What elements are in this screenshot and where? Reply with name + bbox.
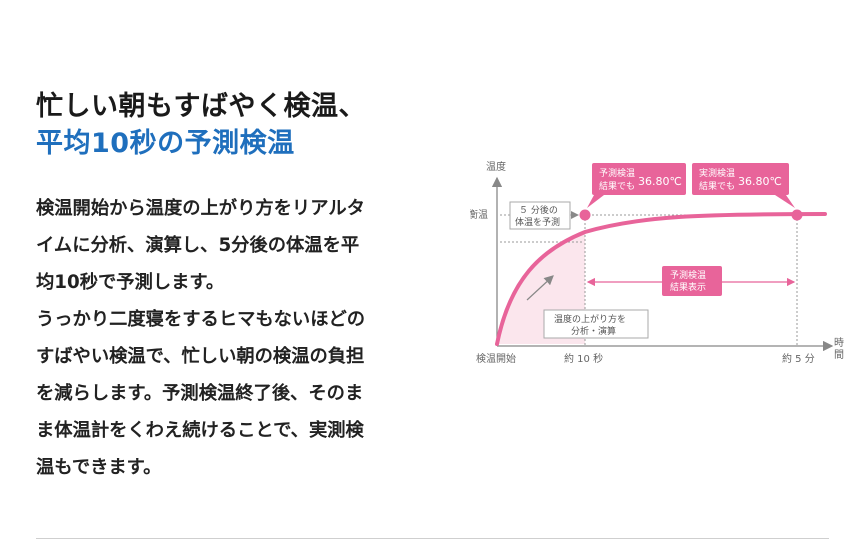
headline-line-2: 平均10秒の予測検温 bbox=[36, 128, 295, 159]
analysis-box-line-1: 温度の上がり方を bbox=[554, 313, 626, 325]
x-axis-label-2: 間 bbox=[834, 349, 844, 361]
rise-arrow bbox=[526, 275, 554, 301]
analysis-box-line-2: 分析・演算 bbox=[571, 325, 616, 337]
predict-at-10s-box bbox=[509, 201, 571, 230]
predicted-callout-line-2: 結果でも bbox=[599, 180, 635, 192]
temperature-curve bbox=[495, 212, 827, 346]
display-callout-line-1: 予測検温 bbox=[670, 269, 706, 281]
description-line: 温もできます。 bbox=[36, 457, 162, 478]
measured-result-callout bbox=[692, 163, 789, 195]
description-line: 均10秒で予測します。 bbox=[36, 272, 225, 293]
measured-callout-value: 36.80℃ bbox=[738, 175, 782, 188]
x-label-ten-seconds: 約 10 秒 bbox=[564, 352, 603, 365]
display-duration-callout bbox=[662, 266, 722, 296]
predicted-callout-line-1: 予測検温 bbox=[599, 167, 635, 179]
predicted-result-callout bbox=[592, 163, 686, 195]
x-label-five-minutes: 約 5 分 bbox=[782, 352, 815, 365]
description: 検温開始から温度の上がり方をリアルタ イムに分析、演算し、5分後の体温を平 均1… bbox=[36, 190, 456, 486]
description-line: うっかり二度寝をするヒマもないほどの bbox=[36, 309, 366, 330]
predicted-callout-value: 36.80℃ bbox=[638, 175, 682, 188]
measured-callout-line-2: 結果でも bbox=[699, 180, 735, 192]
predicted-point-dot bbox=[579, 209, 591, 221]
analysis-box bbox=[543, 309, 649, 339]
description-line: を減らします。予測検温終了後、そのま bbox=[36, 383, 364, 404]
temperature-prediction-diagram: 温度 時 間 平衡温 検温開始 約 10 秒 約 5 分 ５ 分後の 体温を予測… bbox=[470, 160, 844, 365]
measured-point-dot bbox=[791, 209, 803, 221]
y-axis-label: 温度 bbox=[486, 160, 506, 173]
display-callout-line-2: 結果表示 bbox=[670, 281, 706, 293]
predicted-callout-pointer bbox=[587, 195, 604, 208]
measured-callout-pointer bbox=[775, 195, 795, 208]
y-tick-equilibrium: 平衡温 bbox=[470, 209, 488, 221]
x-axis-label-1: 時 bbox=[834, 337, 844, 349]
bottom-divider bbox=[36, 538, 829, 539]
x-label-start: 検温開始 bbox=[476, 352, 516, 365]
headline-line-1: 忙しい朝もすばやく検温、 bbox=[36, 91, 366, 122]
measured-callout-line-1: 実測検温 bbox=[699, 167, 735, 179]
description-line: すばやい検温で、忙しい朝の検温の負担 bbox=[36, 346, 365, 367]
predict-box-line-2: 体温を予測 bbox=[515, 216, 560, 228]
predict-box-line-1: ５ 分後の bbox=[519, 204, 558, 216]
description-line: 検温開始から温度の上がり方をリアルタ bbox=[36, 198, 365, 219]
description-line: ま体温計をくわえ続けることで、実測検 bbox=[36, 420, 364, 441]
description-line: イムに分析、演算し、5分後の体温を平 bbox=[36, 235, 360, 256]
